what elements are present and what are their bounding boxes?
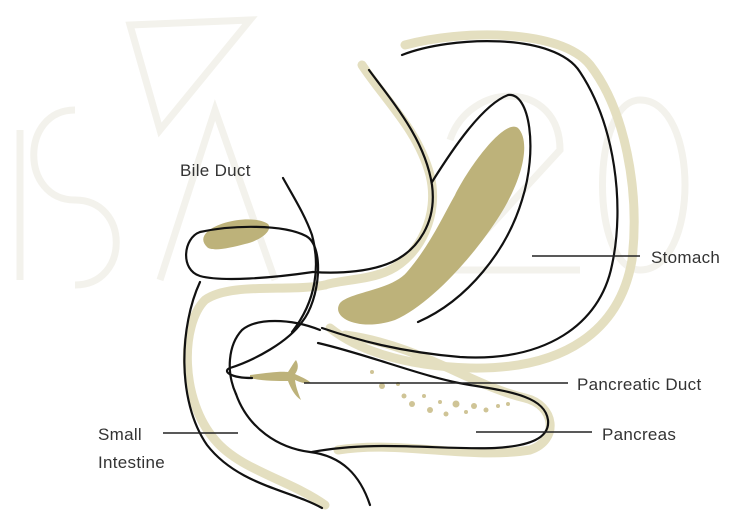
pancreatic-duct-fill — [250, 360, 311, 400]
pancreatic-duct-label: Pancreatic Duct — [577, 375, 702, 394]
stomach-label: Stomach — [651, 248, 720, 267]
bile-duct-outline — [283, 178, 316, 332]
pancreas-dots — [370, 370, 510, 417]
small-intestine-label-line2: Intestine — [98, 453, 165, 472]
small-intestine-outer-outline — [184, 282, 322, 508]
bile-duct-label: Bile Duct — [180, 161, 251, 180]
stomach-shadow-inner — [325, 65, 433, 285]
pancreas-label: Pancreas — [602, 425, 676, 444]
small-intestine-label-line1: Small — [98, 425, 142, 444]
